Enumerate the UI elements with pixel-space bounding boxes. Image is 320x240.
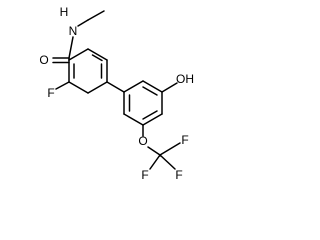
chemical-structure-diagram: HN O F OH O F F F [39, 5, 194, 182]
bond-l1 [68, 48, 89, 61]
bond-c-f-right [159, 154, 176, 170]
ether-o-label: O [138, 134, 147, 148]
fluoro-label: F [47, 86, 54, 100]
cf3-f-top-label: F [181, 133, 188, 147]
bond-l2 [87, 48, 108, 61]
bond-fluoro [55, 81, 70, 90]
bond-ethyl-ch3-ch2 [87, 10, 105, 21]
cf3-f-right-label: F [175, 168, 182, 182]
bond-r2 [142, 80, 163, 93]
bond-r-db1 [142, 86, 158, 96]
bond-r1 [123, 80, 144, 93]
bond-oh [161, 82, 178, 93]
amide-o-label: O [39, 53, 48, 67]
bond-l-db1 [91, 54, 103, 62]
hydroxyl-label: OH [176, 72, 194, 86]
bond-n-carbonyl [68, 36, 74, 59]
amide-n-label: N [69, 24, 78, 38]
bond-o-c [147, 146, 161, 156]
bond-c-f-up [159, 142, 181, 156]
bond-r5 [123, 113, 144, 126]
bond-l5 [68, 81, 89, 94]
bond-layer [52, 10, 181, 170]
bond-r4 [142, 113, 163, 126]
amide-h-label: H [60, 5, 69, 19]
bond-biaryl [106, 81, 125, 93]
bond-c-f-left [149, 154, 161, 170]
bond-r-db2 [142, 110, 158, 120]
label-layer: HN O F OH O F F F [39, 5, 194, 182]
cf3-f-left-label: F [141, 168, 148, 182]
bond-l4 [87, 81, 108, 94]
bond-ethyl-ch2-n [77, 19, 89, 27]
